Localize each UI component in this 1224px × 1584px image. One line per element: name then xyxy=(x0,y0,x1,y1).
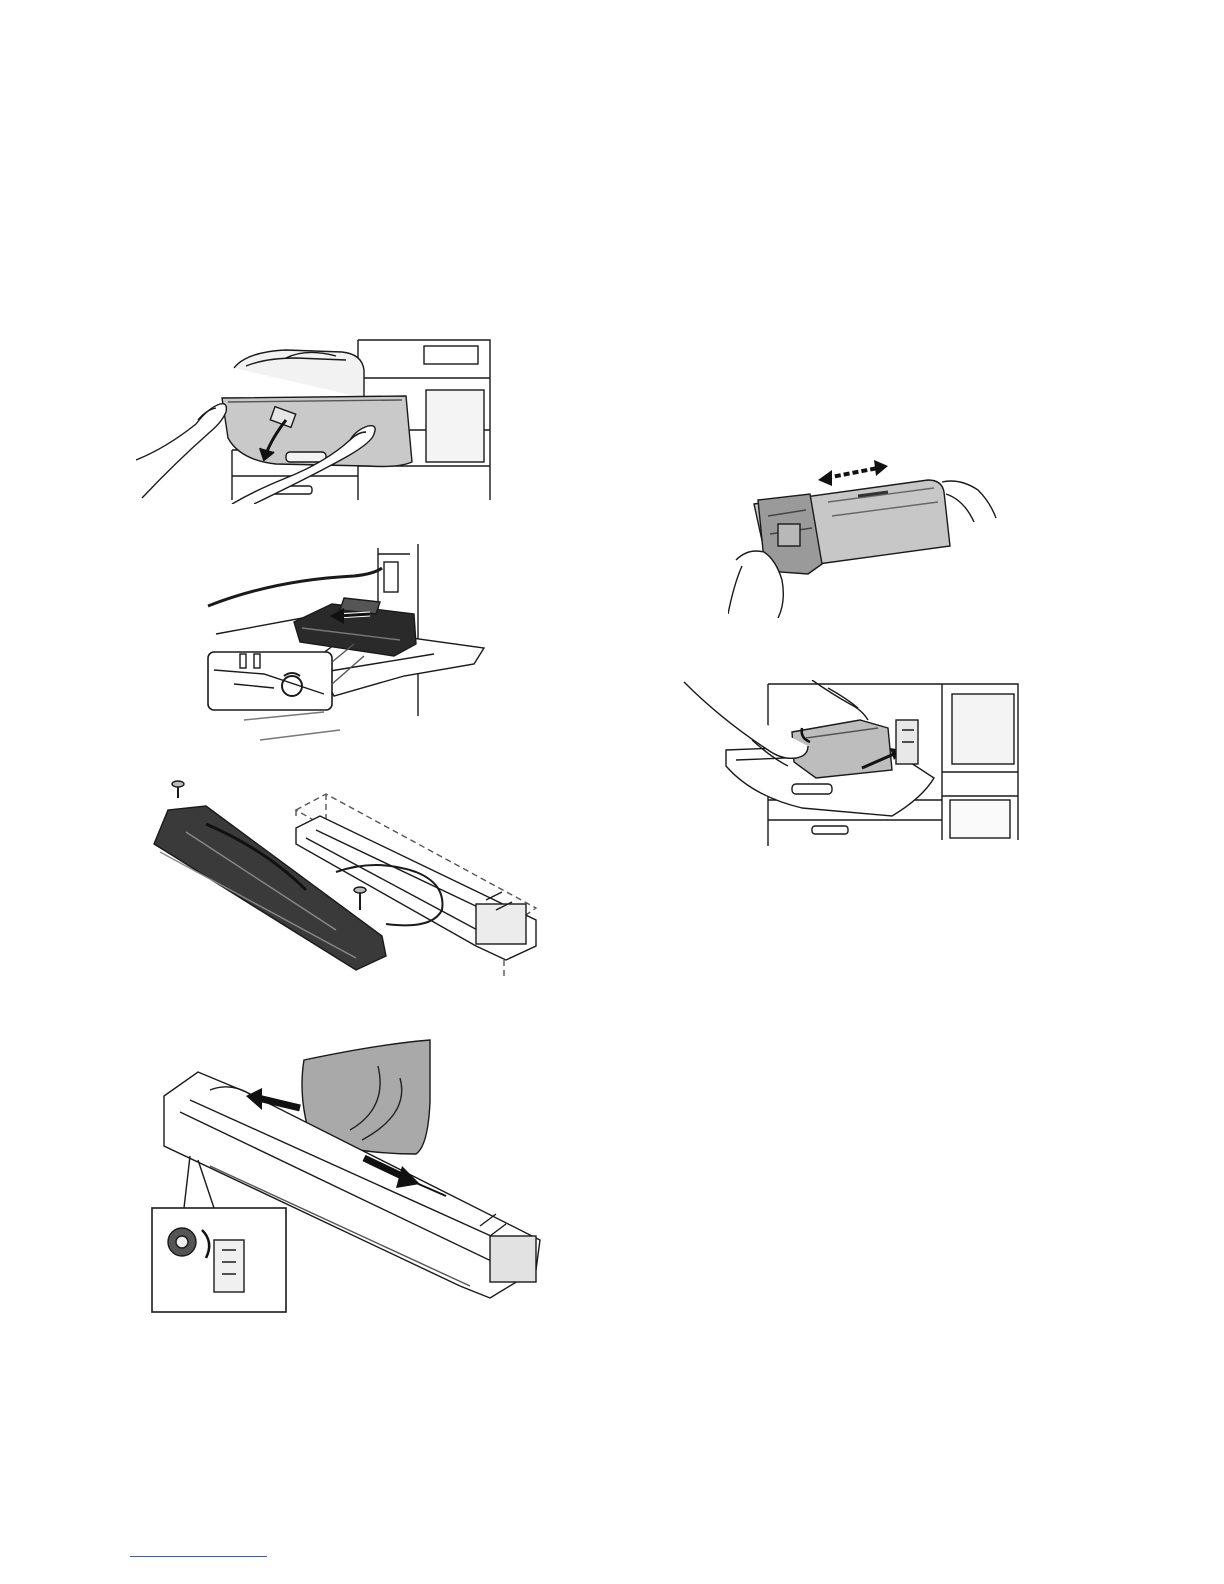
open-front-cover-illustration xyxy=(136,338,496,504)
footer-link-underline xyxy=(130,1556,267,1557)
remove-protective-sheet-illustration xyxy=(150,1036,546,1314)
shake-toner-cartridge-illustration xyxy=(728,456,998,618)
insert-toner-cartridge-illustration xyxy=(682,680,1022,846)
remove-screws-illustration xyxy=(146,780,542,978)
remove-developer-unit-illustration xyxy=(204,544,490,748)
